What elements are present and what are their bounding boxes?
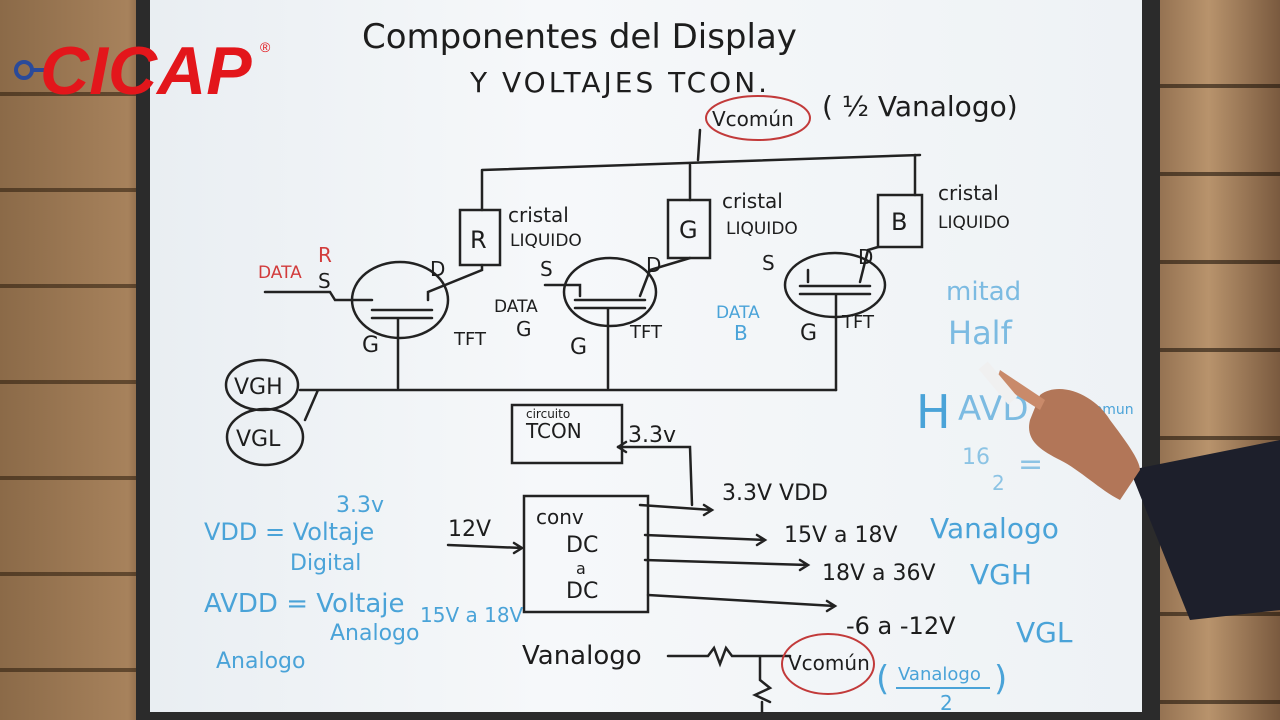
avdd-range: 15V a 18V bbox=[420, 603, 524, 627]
sixteen-label: 16 bbox=[962, 445, 990, 470]
tcon-circuito: circuito bbox=[526, 407, 570, 421]
tft2-source: S bbox=[540, 257, 553, 281]
bottom-frac-num: Vanalogo bbox=[898, 664, 981, 685]
out-vgh-range: 18V a 36V bbox=[822, 561, 936, 586]
data-b-label: DATA bbox=[716, 303, 760, 323]
title-line2: Y VOLTAJES TCON. bbox=[469, 66, 770, 99]
out-vgl: VGL bbox=[1016, 616, 1073, 649]
tft1-gate: G bbox=[362, 333, 379, 358]
liquido-label-1: LIQUIDO bbox=[510, 231, 582, 251]
tft3-label: TFT bbox=[841, 312, 875, 333]
g-data-letter: G bbox=[516, 317, 532, 341]
b-box-label: B bbox=[891, 208, 907, 236]
tft2-drain: D bbox=[646, 253, 661, 277]
logo-registered: ® bbox=[260, 39, 271, 55]
liquido-label-2: LIQUIDO bbox=[726, 219, 798, 239]
h-label: H bbox=[916, 385, 951, 439]
vdd-def-line2: Digital bbox=[290, 551, 361, 576]
conv-line4: DC bbox=[566, 579, 598, 604]
avdd-def-line3: Analogo bbox=[216, 649, 305, 674]
tft3-source: S bbox=[762, 251, 775, 275]
conv-line3: a bbox=[576, 559, 586, 578]
sixteen-den: 2 bbox=[992, 471, 1005, 495]
data-g-label: DATA bbox=[494, 297, 538, 317]
vcomun-top-circle bbox=[705, 95, 811, 141]
avdd-def-line2: Analogo bbox=[330, 621, 419, 646]
b-data-letter: B bbox=[734, 321, 748, 345]
vdd-def-line1: VDD = Voltaje bbox=[204, 518, 374, 546]
r-box-label: R bbox=[470, 226, 487, 254]
vcomun-bottom-circle bbox=[781, 633, 875, 695]
half-label: Half bbox=[948, 314, 1013, 352]
out-vgh: VGH bbox=[970, 558, 1032, 591]
whiteboard bbox=[150, 0, 1142, 712]
avd-label: AVD bbox=[958, 389, 1029, 429]
r-data-letter: R bbox=[318, 243, 332, 267]
conv-line2: DC bbox=[566, 533, 598, 558]
bottom-vanalogo: Vanalogo bbox=[522, 641, 642, 671]
conv-line1: conv bbox=[536, 505, 584, 529]
bottom-vcomun: Vcomún bbox=[788, 651, 870, 675]
tft2-label: TFT bbox=[629, 322, 663, 343]
bottom-frac-den: 2 bbox=[940, 691, 953, 715]
tft1-source: S bbox=[318, 269, 331, 293]
bottom-paren-close: ) bbox=[994, 659, 1007, 699]
left-3-3v: 3.3v bbox=[336, 493, 384, 518]
vgh-label: VGH bbox=[234, 375, 283, 400]
liquido-label-3: LIQUIDO bbox=[938, 213, 1010, 233]
g-box-label: G bbox=[679, 216, 698, 244]
cristal-label-2: cristal bbox=[722, 189, 783, 213]
avdd-def-line1: AVDD = Voltaje bbox=[204, 589, 405, 619]
tcon-label: TCON bbox=[525, 419, 582, 443]
vcomun-top-label: Vcomún bbox=[712, 107, 794, 131]
tft2-gate: G bbox=[570, 335, 587, 360]
out-vanalogo: Vanalogo bbox=[930, 512, 1059, 545]
tft1-label: TFT bbox=[453, 329, 487, 350]
cristal-label-3: cristal bbox=[938, 181, 999, 205]
tft3-drain: D bbox=[858, 245, 873, 269]
input-12v: 12V bbox=[448, 517, 491, 542]
marker-icon bbox=[978, 361, 1018, 405]
bottom-paren-open: ( bbox=[876, 659, 889, 699]
cicap-logo: CICAP ® bbox=[14, 33, 271, 109]
tft1-drain: D bbox=[430, 257, 445, 281]
data-r-label: DATA bbox=[258, 263, 302, 283]
tft3-gate: G bbox=[800, 321, 817, 346]
vgl-label: VGL bbox=[236, 427, 281, 452]
out-vanalogo-range: 15V a 18V bbox=[784, 523, 898, 548]
equals-sign: = bbox=[1018, 447, 1043, 482]
out-vgl-range: -6 a -12V bbox=[846, 612, 956, 640]
tcon-voltage: 3.3v bbox=[628, 423, 676, 448]
out-vdd: 3.3V VDD bbox=[722, 481, 828, 506]
title-line1: Componentes del Display bbox=[362, 17, 797, 57]
cristal-label-1: cristal bbox=[508, 203, 569, 227]
logo-text: CICAP bbox=[40, 33, 252, 109]
mitad-label: mitad bbox=[946, 277, 1021, 307]
vcomun-note: ( ½ Vanalogo) bbox=[822, 90, 1018, 123]
